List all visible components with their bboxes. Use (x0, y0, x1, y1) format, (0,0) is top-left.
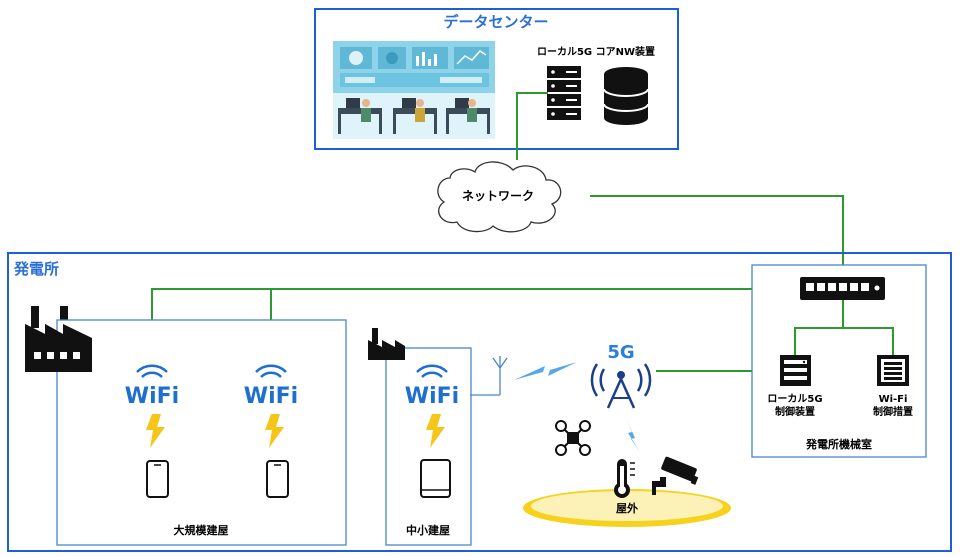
wifi-controller-label: Wi-Fi (879, 394, 908, 405)
local5g-controller-icon (780, 355, 811, 386)
wifi-access-point-3: WiFi (405, 364, 459, 409)
wifi-controller-icon (877, 355, 909, 386)
smartphone-icon (266, 460, 289, 498)
monitoring-room-illustration (333, 41, 495, 139)
large-building-label: 大規模建屋 (174, 523, 229, 537)
svg-text:WiFi: WiFi (405, 384, 459, 409)
svg-text:WiFi: WiFi (244, 384, 298, 409)
power-plant-frame (7, 252, 952, 552)
local5g-controller-label: ローカル5G (767, 393, 822, 405)
server-rack-icon (547, 66, 581, 120)
network-switch-icon (800, 277, 885, 300)
wifi-access-point-1: WiFi (125, 364, 179, 409)
small-building-label: 中小建屋 (406, 523, 450, 537)
machine-room-label: 発電所機械室 (805, 437, 872, 451)
power-plant-title: 発電所 (13, 260, 59, 278)
core-nw-label: ローカル5G コアNW装置 (537, 45, 655, 58)
wireless-link-icon (626, 418, 640, 452)
network-cloud: ネットワーク (437, 161, 562, 233)
large-building-frame (56, 319, 347, 546)
signal-bolt-icon (146, 414, 165, 448)
thermometer-icon (614, 459, 635, 498)
svg-text:WiFi: WiFi (125, 384, 179, 409)
outdoor-label: 屋外 (616, 501, 638, 515)
svg-text:5G: 5G (607, 342, 634, 363)
signal-bolt-icon (265, 414, 284, 448)
tablet-icon (420, 459, 451, 498)
signal-bolt-icon (426, 414, 445, 448)
data-center-title: データセンター (443, 13, 548, 31)
drone-icon (555, 420, 591, 456)
wifi-controller-label-2: 制御措置 (873, 405, 913, 418)
local5g-controller-label-2: 制御装置 (775, 405, 815, 418)
security-camera-icon (652, 456, 699, 495)
wireless-link-icon (514, 362, 577, 380)
smartphone-icon (146, 460, 169, 498)
small-factory-icon (368, 328, 405, 360)
local5g-antenna: 5G (590, 342, 652, 409)
network-label: ネットワーク (462, 189, 534, 203)
small-building-frame (385, 347, 472, 546)
database-icon (603, 67, 649, 125)
wifi-access-point-2: WiFi (244, 364, 298, 409)
